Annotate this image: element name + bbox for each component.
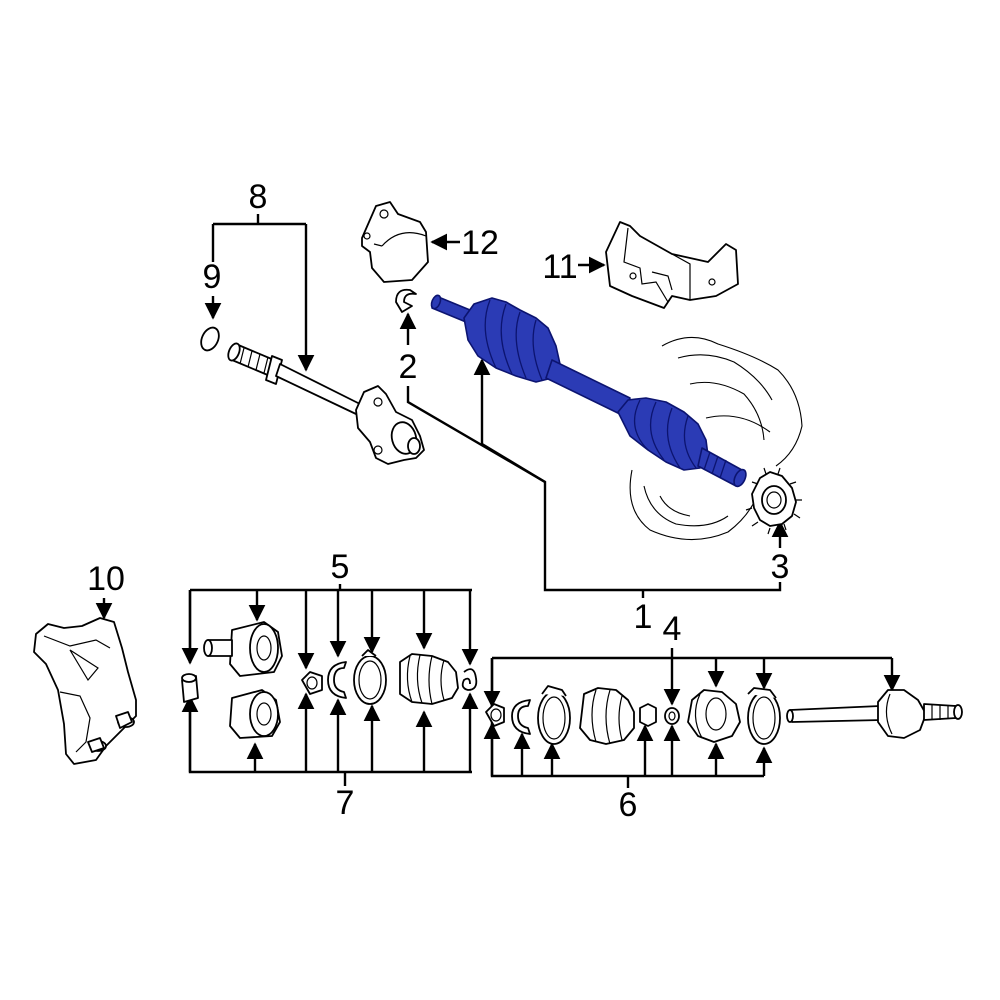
cv-axle-assembly-1[interactable] xyxy=(430,294,749,488)
circlip-2[interactable] xyxy=(395,288,417,313)
callout-2[interactable]: 2 xyxy=(399,348,418,386)
bracket-11[interactable] xyxy=(605,221,739,309)
callout-4[interactable]: 4 xyxy=(663,610,682,648)
o-ring-9[interactable] xyxy=(198,325,223,354)
callout-10[interactable]: 10 xyxy=(87,560,125,598)
hub-nut-3[interactable] xyxy=(745,467,802,535)
callout-11[interactable]: 11 xyxy=(542,248,577,286)
callout-3[interactable]: 3 xyxy=(771,548,790,586)
callout-6[interactable]: 6 xyxy=(619,786,638,824)
callout-9[interactable]: 9 xyxy=(203,258,222,296)
callout-8[interactable]: 8 xyxy=(249,178,268,216)
leader-lines xyxy=(95,214,901,788)
knuckle-outline xyxy=(629,336,803,541)
callout-1[interactable]: 1 xyxy=(634,598,653,636)
callout-7[interactable]: 7 xyxy=(336,784,355,822)
intermediate-shaft-8[interactable] xyxy=(226,342,425,465)
callout-12[interactable]: 12 xyxy=(461,224,499,262)
inner-joint-kit-7[interactable] xyxy=(181,621,478,739)
dust-shield-12[interactable] xyxy=(361,201,429,283)
callout-5[interactable]: 5 xyxy=(331,548,350,586)
outer-joint-kit-6[interactable] xyxy=(485,685,963,745)
bracket-10[interactable] xyxy=(33,617,137,765)
